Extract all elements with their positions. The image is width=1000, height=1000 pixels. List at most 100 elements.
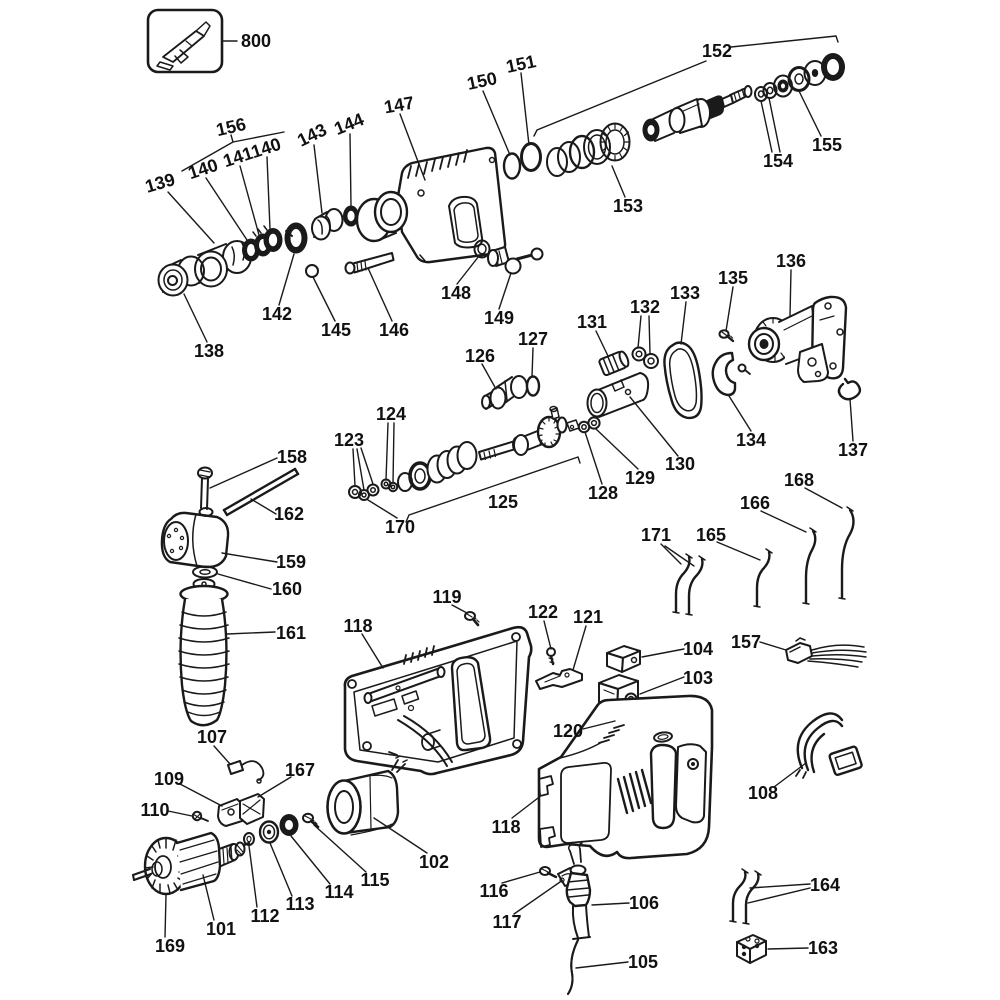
part-158-bolt: [197, 466, 213, 510]
part-142-snap-ring: [284, 222, 308, 254]
part-label-143: 143: [294, 119, 330, 150]
part-label-107: 107: [197, 727, 227, 747]
part-label-112: 112: [250, 906, 279, 926]
part-label-162: 162: [274, 504, 304, 524]
part-label-120: 120: [553, 721, 583, 741]
part-label-116: 116: [479, 881, 508, 901]
part-label-136: 136: [776, 251, 806, 271]
part-label-115: 115: [360, 870, 389, 890]
part-161-grip: [178, 578, 230, 727]
part-label-113: 113: [285, 894, 314, 914]
part-label-103: 103: [683, 668, 713, 688]
part-153-ring-set: [546, 122, 631, 177]
part-166-wire: [802, 527, 817, 605]
part-label-119: 119: [432, 587, 461, 607]
part-101-armature: [132, 831, 251, 892]
part-label-157: 157: [731, 632, 761, 652]
part-126-striker: [481, 375, 528, 410]
part-label-102: 102: [419, 852, 449, 872]
part-118-outer-housing: [537, 694, 714, 860]
part-label-145: 145: [321, 320, 351, 340]
part-label-156: 156: [214, 114, 248, 140]
part-label-148: 148: [441, 283, 471, 303]
part-label-109: 109: [154, 769, 184, 789]
part-label-124: 124: [376, 404, 406, 424]
part-145-ball: [305, 264, 319, 278]
part-label-159: 159: [276, 552, 306, 572]
part-167-brush-holder: [239, 793, 265, 825]
part-label-171: 171: [641, 525, 671, 545]
part-110-screw: [191, 810, 209, 822]
part-146-bolt: [344, 252, 395, 275]
part-label-158: 158: [277, 447, 307, 467]
part-label-104: 104: [683, 639, 713, 659]
part-label-147: 147: [382, 93, 415, 118]
part-label-123: 123: [334, 430, 364, 450]
part-label-152: 152: [702, 41, 732, 61]
part-label-131: 131: [577, 312, 607, 332]
part-label-151: 151: [504, 51, 538, 77]
part-165-wire: [753, 548, 773, 608]
part-label-101: 101: [206, 919, 236, 939]
part-162-depth-rod: [222, 467, 300, 517]
part-label-135: 135: [718, 268, 748, 288]
part-label-117: 117: [492, 912, 521, 932]
part-label-140a: 140: [186, 155, 221, 183]
part-132-washers: [631, 346, 659, 369]
part-label-164: 164: [810, 875, 840, 895]
part-label-137: 137: [838, 440, 868, 460]
part-label-129: 129: [625, 468, 655, 488]
part-102-field: [326, 755, 408, 836]
part-136-motor-housing: [747, 295, 848, 383]
part-105-cord: [567, 939, 579, 995]
part-121-lever: [535, 668, 583, 690]
part-114-ring: [279, 814, 299, 836]
part-label-139: 139: [143, 169, 177, 197]
part-104-switch-block: [606, 645, 641, 673]
part-label-114: 114: [324, 882, 353, 902]
part-147-gear-housing: [355, 146, 507, 264]
part-labels: 800 156 139 140 141 140 143 144 147 150 …: [140, 31, 868, 972]
part-label-161: 161: [276, 623, 306, 643]
part-label-155: 155: [812, 135, 842, 155]
part-label-154: 154: [763, 151, 793, 171]
tool-inset-box: [146, 8, 224, 74]
part-135-screw: [718, 329, 735, 343]
part-label-800: 800: [241, 31, 271, 51]
hammer-drill-icon: [156, 21, 211, 71]
part-label-144: 144: [331, 109, 366, 139]
part-label-142: 142: [262, 304, 292, 324]
part-label-165: 165: [696, 525, 726, 545]
part-116-screw: [539, 866, 558, 879]
part-134-clamp: [711, 351, 751, 397]
part-label-149: 149: [484, 308, 514, 328]
part-118-inner-housing: [343, 625, 533, 776]
part-label-106: 106: [629, 893, 659, 913]
part-138-cap: [157, 255, 205, 297]
part-label-153: 153: [613, 196, 643, 216]
part-label-163: 163: [808, 938, 838, 958]
part-label-170: 170: [385, 517, 415, 537]
part-label-127: 127: [518, 329, 548, 349]
part-164-wires: [729, 868, 762, 925]
part-label-108: 108: [748, 783, 778, 803]
part-143-cylinder: [311, 208, 344, 241]
part-155-bearing-rings: [773, 53, 845, 98]
part-label-166: 166: [740, 493, 770, 513]
part-149-fitting: [487, 246, 544, 275]
part-label-138: 138: [194, 341, 224, 361]
part-169-fan: [143, 836, 189, 896]
part-label-130: 130: [665, 454, 695, 474]
leader-lines: [164, 35, 854, 969]
part-label-134: 134: [736, 430, 766, 450]
part-144-ring: [343, 205, 359, 227]
part-112-ring: [243, 832, 255, 846]
part-106-cord-guard: [565, 842, 592, 940]
part-label-118a: 118: [343, 616, 372, 636]
part-151-ring: [520, 142, 542, 172]
part-163-connector-block: [736, 934, 767, 964]
part-108-wire-loop: [795, 712, 863, 779]
part-label-110: 110: [140, 800, 169, 820]
part-label-105: 105: [628, 952, 658, 972]
